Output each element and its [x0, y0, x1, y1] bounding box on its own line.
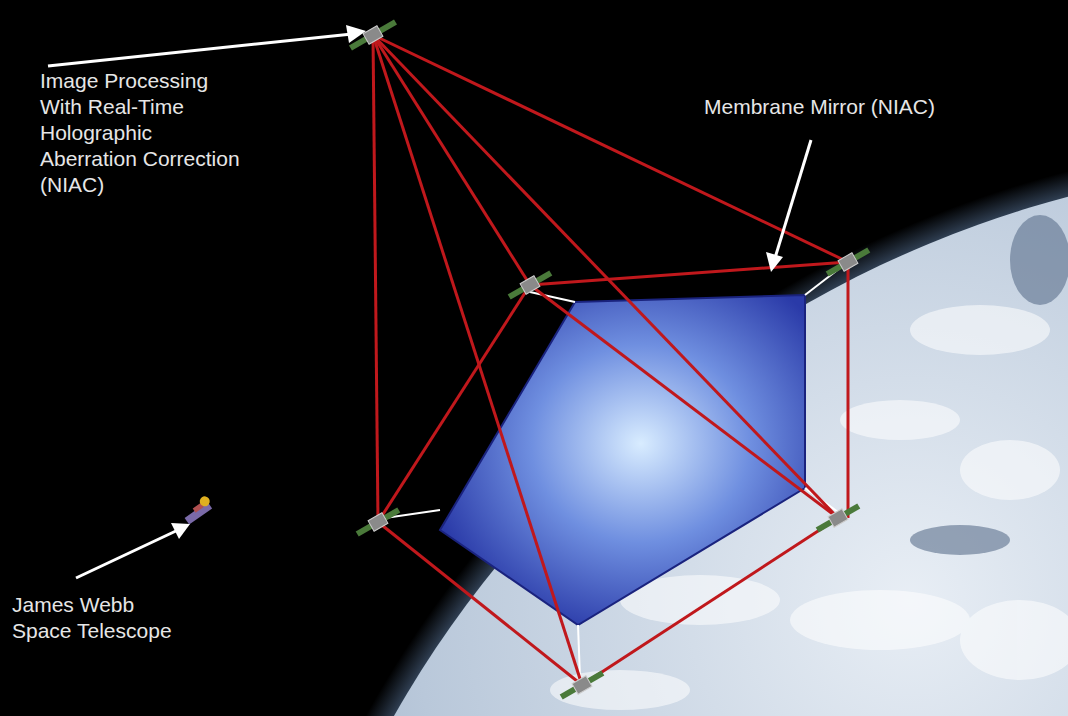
callout-label: Membrane Mirror (NIAC)	[704, 94, 964, 120]
webb-telescope	[181, 494, 215, 524]
callout-label: James Webb Space Telescope	[12, 592, 192, 644]
laser-links	[373, 35, 848, 685]
satellites	[347, 17, 871, 702]
callout-label: Image Processing With Real-Time Holograp…	[40, 68, 240, 198]
land	[910, 215, 1068, 555]
earth-atmosphere	[225, 135, 1068, 716]
mirror-tethers	[385, 268, 840, 678]
earth	[250, 160, 1068, 716]
